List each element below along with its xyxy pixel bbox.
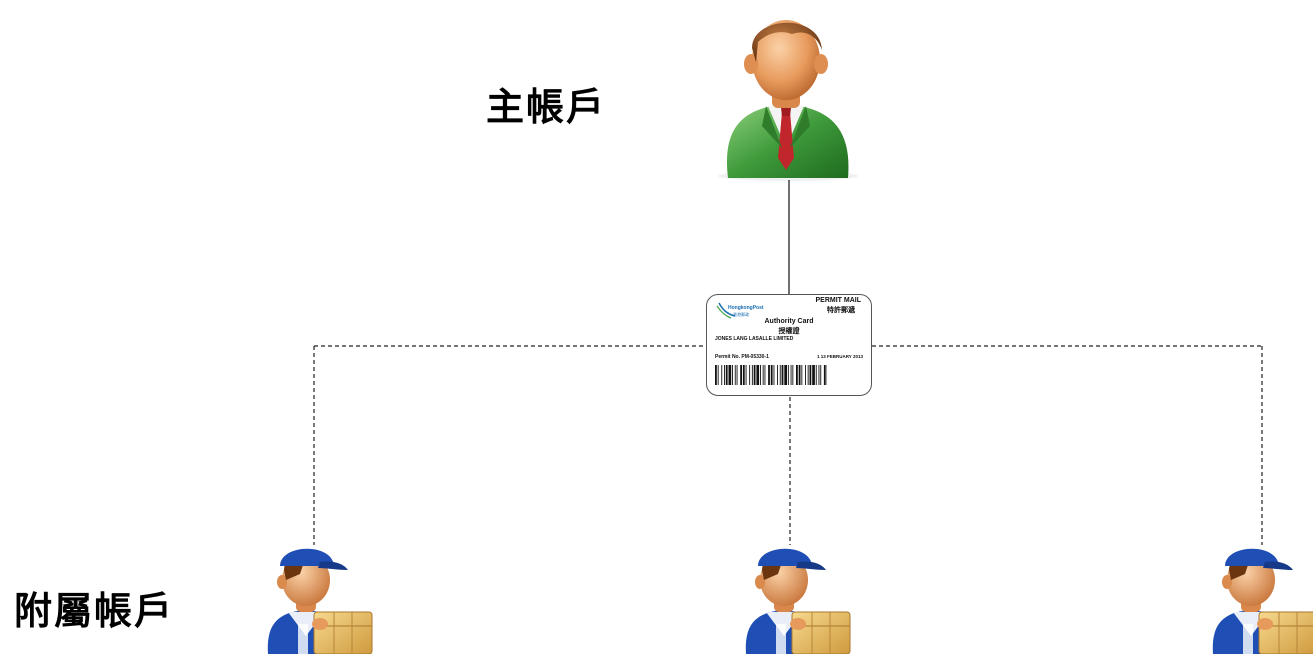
delivery-man-icon [745, 548, 851, 654]
logo-text: HongkongPost [728, 305, 764, 311]
sub-account-label: 附屬帳戶 [14, 588, 175, 633]
company-name: JONES LANG LASALLE LIMITED [715, 336, 794, 342]
permit-date: 1 13 FEBRUARY 2013 [816, 354, 863, 359]
permit-mail-authority-card: HongkongPost 香港郵政 PERMIT MAIL 特許郵遞 Autho… [706, 294, 872, 396]
permit-mail-subtitle: 特許郵遞 [827, 307, 855, 314]
permit-mail-title: PERMIT MAIL [815, 297, 862, 304]
logo-subtext: 香港郵政 [733, 312, 749, 317]
delivery-man-icon [267, 548, 373, 654]
authority-card-title: Authority Card [764, 318, 814, 325]
permit-number: Permit No. PM-05330-1 [715, 354, 769, 360]
main-account-label: 主帳戶 [486, 84, 607, 129]
hongkong-post-logo-icon [716, 302, 736, 319]
businessman-icon [718, 20, 858, 181]
barcode-icon [715, 365, 827, 385]
authority-card-subtitle: 授權證 [778, 328, 800, 335]
delivery-man-icon [1212, 548, 1313, 654]
